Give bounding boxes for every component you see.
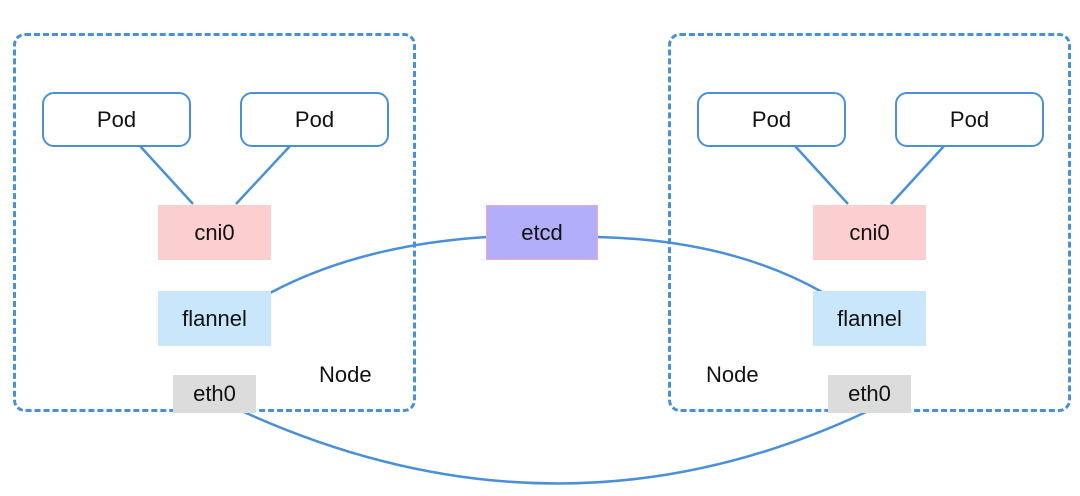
pod-label: Pod [294, 106, 335, 132]
flannel-label: flannel [837, 305, 902, 331]
right-cni0: cni0 [813, 205, 926, 260]
right-eth0: eth0 [828, 375, 911, 413]
etcd-box: etcd [486, 205, 598, 260]
etcd-label: etcd [521, 219, 563, 245]
eth-label: eth0 [848, 381, 891, 406]
left-pod1-to-cni-link [139, 145, 194, 205]
eth0-to-eth0-link [243, 410, 867, 485]
right-pod2-to-cni-link [890, 145, 945, 205]
eth-label: eth0 [193, 381, 236, 406]
right-node-label: Node [706, 362, 759, 387]
cni-label: cni0 [849, 219, 890, 245]
cni-label: cni0 [194, 219, 235, 245]
right-pod-2: Pod [895, 92, 1044, 147]
left-eth0: eth0 [173, 375, 256, 413]
left-pod-2: Pod [240, 92, 389, 147]
left-flannel-to-etcd-link [269, 235, 488, 295]
right-pod-1: Pod [697, 92, 846, 147]
pod-label: Pod [751, 106, 792, 132]
left-flannel: flannel [158, 291, 271, 346]
left-node-label: Node [319, 362, 372, 387]
left-pod2-to-cni-link [235, 145, 291, 205]
left-pod-1: Pod [42, 92, 191, 147]
pod-label: Pod [96, 106, 137, 132]
flannel-label: flannel [182, 305, 247, 331]
left-cni0: cni0 [158, 205, 271, 260]
pod-label: Pod [949, 106, 990, 132]
right-pod1-to-cni-link [794, 145, 849, 205]
right-flannel: flannel [813, 291, 926, 346]
etcd-to-right-flannel-link [596, 235, 823, 294]
